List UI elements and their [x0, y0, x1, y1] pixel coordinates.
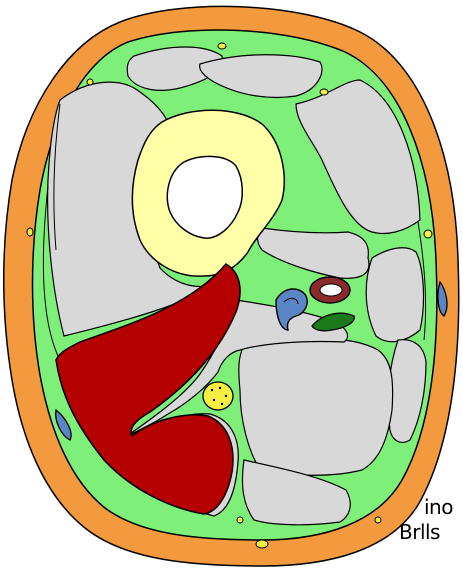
nerve-yellow: [203, 382, 233, 410]
logo-text-top: ino: [424, 497, 453, 517]
artery-ring: [310, 277, 350, 303]
logo-text-bottom: Brlls: [399, 522, 440, 542]
